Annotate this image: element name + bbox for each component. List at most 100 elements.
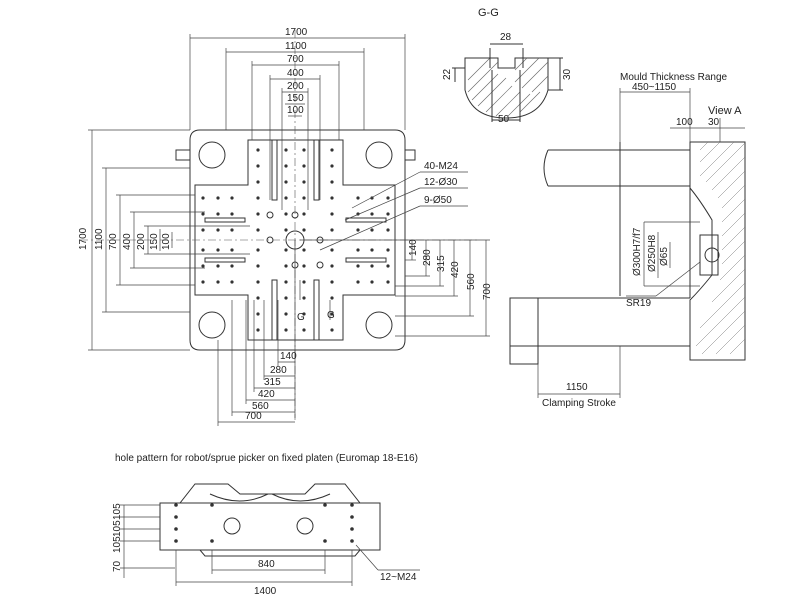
mould-thickness-label: Mould Thickness Range xyxy=(620,72,728,83)
platen-hole xyxy=(230,196,234,200)
platen-hole xyxy=(284,280,288,284)
platen-hole xyxy=(201,196,205,200)
robot-tapped-hole xyxy=(350,515,354,519)
moving-platen xyxy=(510,298,538,364)
platen-hole xyxy=(216,248,220,252)
platen-hole xyxy=(302,280,306,284)
robot-platen-outline xyxy=(160,484,380,556)
robot-dim-105-a: 105 xyxy=(112,503,123,520)
platen-hole xyxy=(356,248,360,252)
platen-hole xyxy=(302,196,306,200)
platen-hole xyxy=(284,264,288,268)
platen-hole xyxy=(302,248,306,252)
right-dim-420: 420 xyxy=(450,261,461,278)
right-dim-560: 560 xyxy=(466,273,477,290)
platen-hole xyxy=(302,148,306,152)
left-dim-100: 100 xyxy=(161,233,172,250)
platen-hole xyxy=(330,164,334,168)
platen-hole xyxy=(284,196,288,200)
lug-left xyxy=(176,150,190,160)
top-dim-100: 100 xyxy=(287,105,304,116)
platen-hatch xyxy=(696,142,745,354)
bottom-dim-lines xyxy=(218,240,295,426)
platen-hole xyxy=(284,148,288,152)
hole-grid xyxy=(201,148,390,332)
sprue-bush xyxy=(705,248,719,262)
robot-groove-right xyxy=(272,494,330,501)
robot-tapped-hole xyxy=(174,515,178,519)
platen-hole xyxy=(256,248,260,252)
robot-hole-right xyxy=(297,518,313,534)
left-dim-200: 200 xyxy=(136,233,147,250)
platen-hole xyxy=(330,180,334,184)
lug-right xyxy=(405,150,415,160)
platen-hole xyxy=(256,148,260,152)
platen-hole xyxy=(330,312,334,316)
platen-hole xyxy=(216,228,220,232)
platen-hole xyxy=(284,164,288,168)
platen-hole xyxy=(302,228,306,232)
platen-hole-large xyxy=(267,212,273,218)
side-view xyxy=(510,88,745,398)
robot-platen xyxy=(160,484,380,556)
platen-hole xyxy=(330,296,334,300)
section-body xyxy=(465,58,548,118)
bottom-dim-420: 420 xyxy=(258,389,275,400)
platen-hole xyxy=(216,280,220,284)
platen-hole xyxy=(230,228,234,232)
tie-bar-bottom-left xyxy=(199,312,225,338)
top-dim-150: 150 xyxy=(287,93,304,104)
platen-hole xyxy=(216,264,220,268)
platen-hole xyxy=(216,196,220,200)
top-dim-200: 200 xyxy=(287,81,304,92)
platen-hole xyxy=(330,264,334,268)
platen-hole xyxy=(256,164,260,168)
platen-hole xyxy=(330,212,334,216)
platen-hole xyxy=(370,228,374,232)
section-mark-g-1: G xyxy=(297,312,305,323)
robot-tapped-holes xyxy=(174,503,354,543)
platen-hole xyxy=(230,264,234,268)
robot-callout: 12~M24 xyxy=(380,572,417,583)
platen-hole xyxy=(370,264,374,268)
platen-hole xyxy=(284,312,288,316)
robot-hole-left xyxy=(224,518,240,534)
section-dim-30: 30 xyxy=(562,68,573,80)
side-dim-100: 100 xyxy=(676,117,693,128)
right-dim-lines xyxy=(300,240,490,336)
stroke-value: 1150 xyxy=(566,382,588,393)
robot-tapped-hole xyxy=(350,503,354,507)
section-hatch xyxy=(468,58,548,116)
platen-hole xyxy=(302,328,306,332)
sr19-label: SR19 xyxy=(626,298,651,309)
platen-hole-large xyxy=(317,262,323,268)
top-dim-lines xyxy=(190,34,405,210)
callout-d30: 12-Ø30 xyxy=(424,177,458,188)
tie-bar-top-left xyxy=(199,142,225,168)
robot-tapped-hole xyxy=(174,539,178,543)
robot-dim-lines xyxy=(120,505,420,586)
platen-hole xyxy=(370,248,374,252)
platen-hole xyxy=(201,228,205,232)
robot-tapped-hole xyxy=(210,503,214,507)
platen-hole xyxy=(302,164,306,168)
section-title: G-G xyxy=(478,7,499,19)
robot-tapped-hole xyxy=(210,539,214,543)
platen-hole xyxy=(330,228,334,232)
robot-tapped-hole xyxy=(350,527,354,531)
right-dim-140: 140 xyxy=(408,239,419,256)
platen-hole xyxy=(386,248,390,252)
platen-hole xyxy=(356,280,360,284)
robot-platen-body xyxy=(160,503,380,550)
platen-hole xyxy=(256,212,260,216)
top-dim-400: 400 xyxy=(287,68,304,79)
robot-dim-70: 70 xyxy=(112,560,123,572)
platen-outline xyxy=(190,130,405,350)
robot-tapped-hole xyxy=(323,503,327,507)
robot-dim-840: 840 xyxy=(258,559,275,570)
mould-thickness-value: 450~1150 xyxy=(632,82,676,93)
robot-tapped-hole xyxy=(174,503,178,507)
bottom-dim-700: 700 xyxy=(245,411,262,422)
left-dim-150: 150 xyxy=(149,233,160,250)
platen-hole xyxy=(256,196,260,200)
